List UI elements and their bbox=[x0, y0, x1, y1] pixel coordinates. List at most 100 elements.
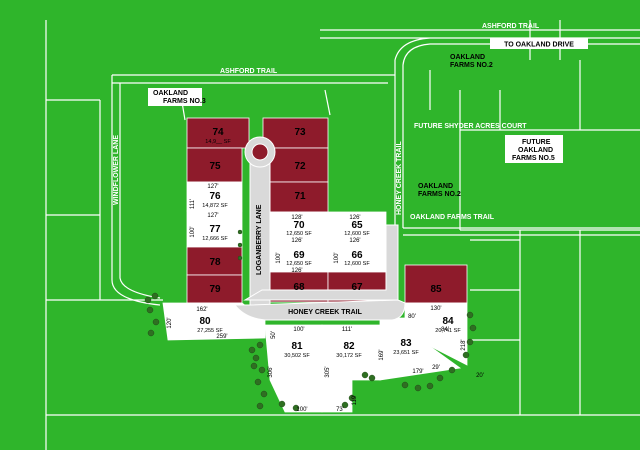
lot-74-number: 74 bbox=[212, 127, 224, 138]
dim-305: 305' bbox=[325, 366, 331, 377]
street-oakland-farms-trail: OAKLAND FARMS TRAIL bbox=[410, 214, 495, 221]
lot-69-number: 69 bbox=[293, 250, 305, 261]
lot-84-number: 84 bbox=[442, 316, 454, 327]
dim-29: 29' bbox=[432, 365, 440, 371]
lot-79[interactable] bbox=[186, 274, 243, 304]
oakland-farms-no3-box bbox=[148, 88, 202, 106]
lot-74[interactable] bbox=[186, 117, 250, 149]
lot-80-number: 80 bbox=[199, 316, 211, 327]
lot-79-number: 79 bbox=[209, 284, 221, 295]
dim-126-b: 126' bbox=[291, 238, 302, 244]
lot-70-area: 12,650 SF bbox=[286, 231, 312, 237]
dim-126-c: 126' bbox=[349, 238, 360, 244]
dim-100-a: 100' bbox=[190, 226, 196, 237]
lot-85-number: 85 bbox=[430, 284, 442, 295]
lot-84[interactable] bbox=[404, 302, 468, 366]
street-honey-creek-trail-vertical: HONEY CREEK TRAIL bbox=[396, 141, 403, 215]
lot-73-number: 73 bbox=[294, 127, 306, 138]
dim-100-b: 100' bbox=[276, 252, 282, 263]
lot-68-number: 68 bbox=[293, 282, 305, 293]
area-labels: OAKLAND FARMS NO.2 OAKLAND FARMS NO.3 OA… bbox=[148, 54, 563, 198]
lot-80-area: 27,255 SF bbox=[197, 328, 223, 334]
lot-82-number: 82 bbox=[343, 341, 355, 352]
lot-77-area: 12,666 SF bbox=[202, 236, 228, 242]
area-future-oakland-l1: FUTURE bbox=[522, 139, 551, 146]
lot-83-area: 23,651 SF bbox=[393, 350, 419, 356]
lot-85[interactable] bbox=[404, 264, 468, 304]
lot-76-area: 14,872 SF bbox=[202, 203, 228, 209]
area-future-oakland-l2: OAKLAND bbox=[518, 147, 553, 154]
dim-111-b: 111' bbox=[342, 327, 352, 333]
dim-179: 179' bbox=[412, 369, 423, 375]
dim-50: 50' bbox=[271, 331, 277, 339]
street-ashford-trail: ASHFORD TRAIL bbox=[220, 68, 278, 75]
area-oakland-farms-no3-l1: OAKLAND bbox=[153, 90, 188, 97]
dim-84: 84' bbox=[441, 327, 449, 333]
area-oakland-farms-no2-mid-l1: OAKLAND bbox=[418, 183, 453, 190]
dimension-labels: 127' 111' 127' 100' 128' 126' 126' 126' … bbox=[167, 184, 484, 413]
trees bbox=[144, 229, 477, 412]
dim-80: 80' bbox=[408, 314, 416, 320]
lot-labels: 74 14,9__ SF 73 75 72 76 14,872 SF 71 77… bbox=[197, 127, 461, 359]
lot-83[interactable] bbox=[379, 317, 462, 381]
street-labels: ASHFORD TRAIL TO OAKLAND DRIVE ASHFORD T… bbox=[113, 23, 588, 316]
dim-119: 119' bbox=[352, 395, 358, 406]
area-oakland-farms-no2-top-l2: FARMS NO.2 bbox=[450, 62, 493, 69]
lot-81[interactable] bbox=[264, 324, 323, 413]
parcel-lines bbox=[45, 20, 640, 450]
lot-81-number: 81 bbox=[291, 341, 303, 352]
area-oakland-farms-no2-mid-l2: FARMS NO.2 bbox=[418, 191, 461, 198]
lot-74-area: 14,9__ SF bbox=[205, 139, 231, 145]
lot-82-area: 30,172 SF bbox=[336, 353, 362, 359]
lot-78-number: 78 bbox=[209, 257, 221, 268]
lot-78[interactable] bbox=[186, 246, 243, 276]
dim-100-e: 100' bbox=[296, 407, 307, 413]
area-future-oakland-l3: FARMS NO.5 bbox=[512, 155, 555, 162]
dim-111-a: 111' bbox=[190, 199, 196, 209]
dim-306: 306' bbox=[268, 366, 274, 377]
lot-70-number: 70 bbox=[293, 220, 305, 231]
lot-66-number: 66 bbox=[351, 250, 363, 261]
street-future-shyder: FUTURE SHYDER ACRES COURT bbox=[414, 123, 527, 130]
lot-77[interactable] bbox=[186, 210, 243, 248]
dim-126-a: 126' bbox=[349, 215, 360, 221]
lot-75[interactable] bbox=[186, 147, 243, 183]
area-oakland-farms-no2-top-l1: OAKLAND bbox=[450, 54, 485, 61]
lot-70[interactable] bbox=[269, 211, 329, 243]
dim-73: 73' bbox=[336, 407, 344, 413]
lots bbox=[162, 117, 468, 413]
lot-76-number: 76 bbox=[209, 191, 221, 202]
to-oakland-drive-box bbox=[490, 38, 588, 49]
lot-69-area: 12,650 SF bbox=[286, 261, 312, 267]
street-windflower-lane: WINDFLOWER LANE bbox=[113, 135, 120, 205]
street-ashford-trail-top: ASHFORD TRAIL bbox=[482, 23, 540, 30]
lot-65-number: 65 bbox=[351, 220, 363, 231]
dim-20: 20' bbox=[476, 373, 484, 379]
loganberry-honeycreek-road bbox=[233, 136, 406, 321]
dim-169: 169' bbox=[379, 349, 385, 360]
dim-100-c: 100' bbox=[334, 252, 340, 263]
area-oakland-farms-no3-l2: FARMS NO.3 bbox=[163, 98, 206, 105]
dim-218: 218' bbox=[461, 339, 467, 350]
dim-128: 128' bbox=[291, 215, 302, 221]
dim-126-d: 126' bbox=[291, 268, 302, 274]
dim-130: 130' bbox=[430, 306, 441, 312]
street-loganberry-lane: LOGANBERRY LANE bbox=[256, 204, 263, 275]
lot-67-number: 67 bbox=[351, 282, 363, 293]
lot-65-area: 12,600 SF bbox=[344, 231, 370, 237]
dim-120: 120' bbox=[167, 317, 173, 328]
lot-84-area: 20,741 SF bbox=[435, 328, 461, 334]
future-oakland-box bbox=[505, 135, 563, 163]
dim-259: 259' bbox=[216, 334, 227, 340]
lot-77-number: 77 bbox=[209, 224, 221, 235]
dim-127-a: 127' bbox=[207, 184, 218, 190]
lot-72[interactable] bbox=[269, 147, 329, 183]
lot-65[interactable] bbox=[327, 211, 387, 243]
lot-83-number: 83 bbox=[400, 338, 412, 349]
lot-66-area: 12,600 SF bbox=[344, 261, 370, 267]
lot-69[interactable] bbox=[269, 241, 329, 273]
lot-71[interactable] bbox=[269, 181, 329, 213]
street-to-oakland-drive: TO OAKLAND DRIVE bbox=[504, 42, 574, 49]
lot-81-area: 30,502 SF bbox=[284, 353, 310, 359]
